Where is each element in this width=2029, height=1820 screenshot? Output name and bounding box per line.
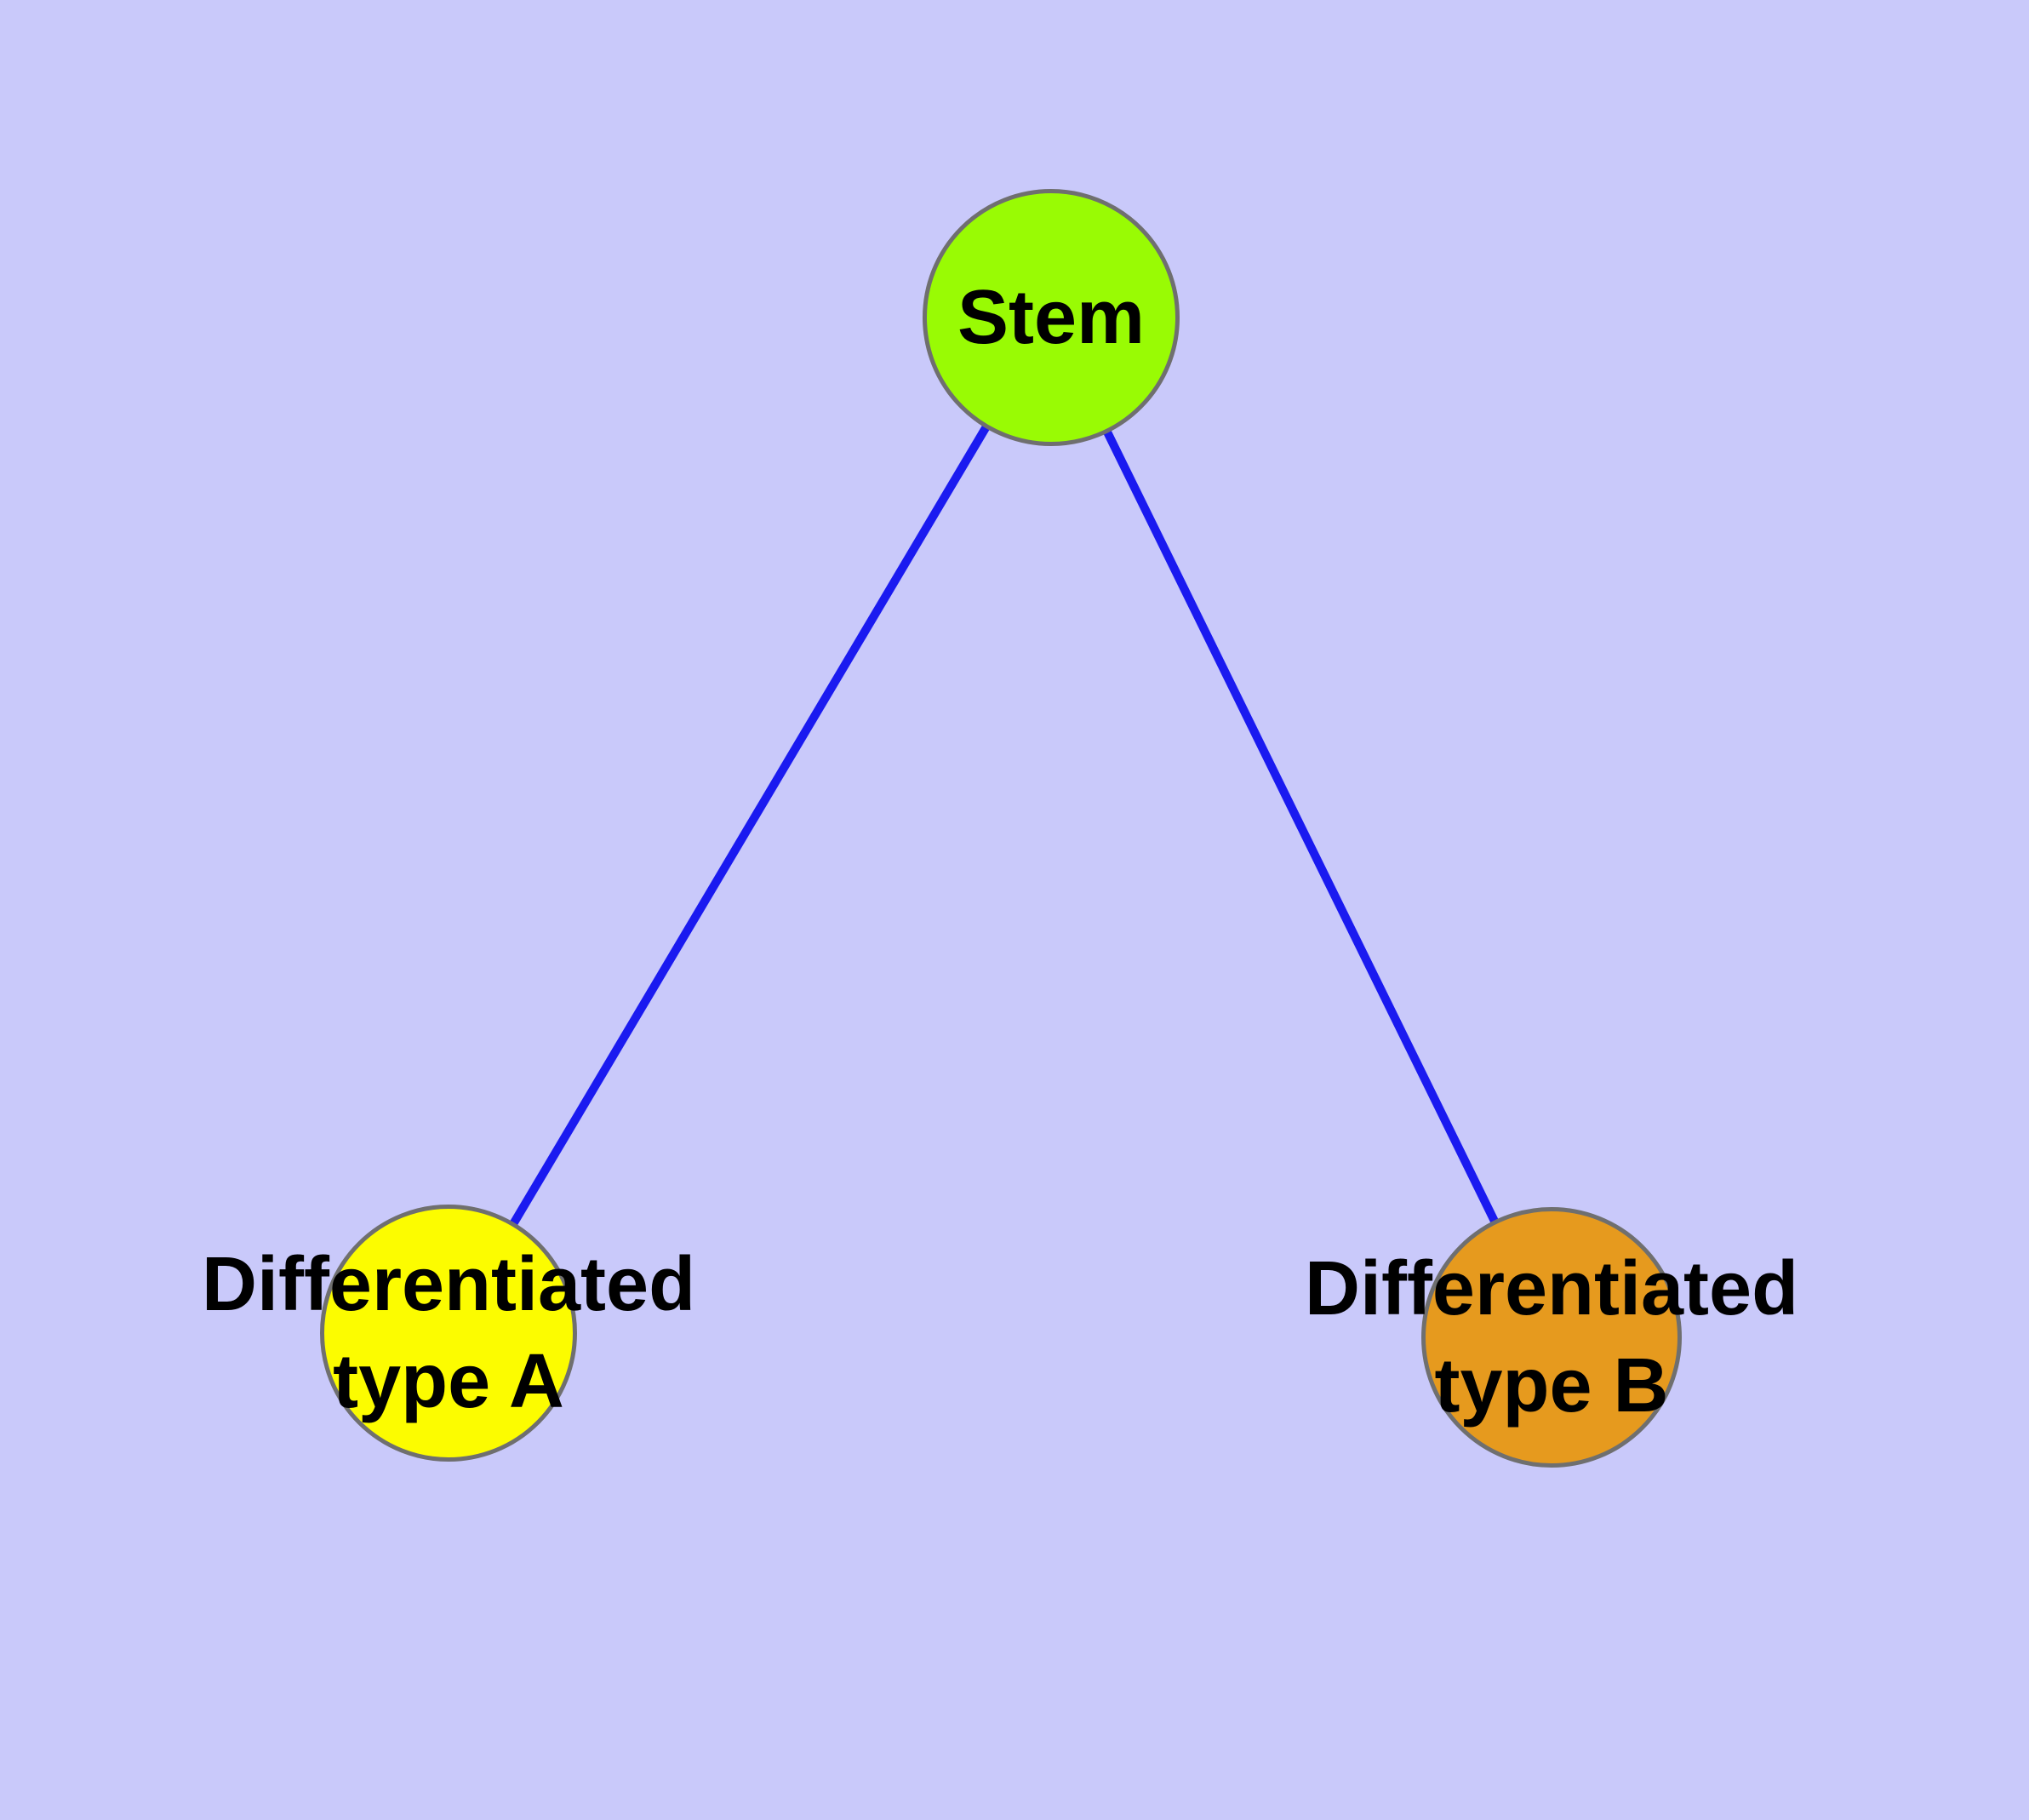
edge-stem-to-type-a: [444, 315, 1055, 1336]
node-stem[interactable]: Stem: [923, 189, 1180, 446]
edge-stem-to-type-b: [1047, 315, 1556, 1340]
node-differentiated-type-b[interactable]: Differentiated type B: [1305, 1207, 1798, 1468]
node-differentiated-type-a[interactable]: Differentiated type A: [202, 1205, 695, 1462]
node-stem-label: Stem: [957, 274, 1146, 360]
